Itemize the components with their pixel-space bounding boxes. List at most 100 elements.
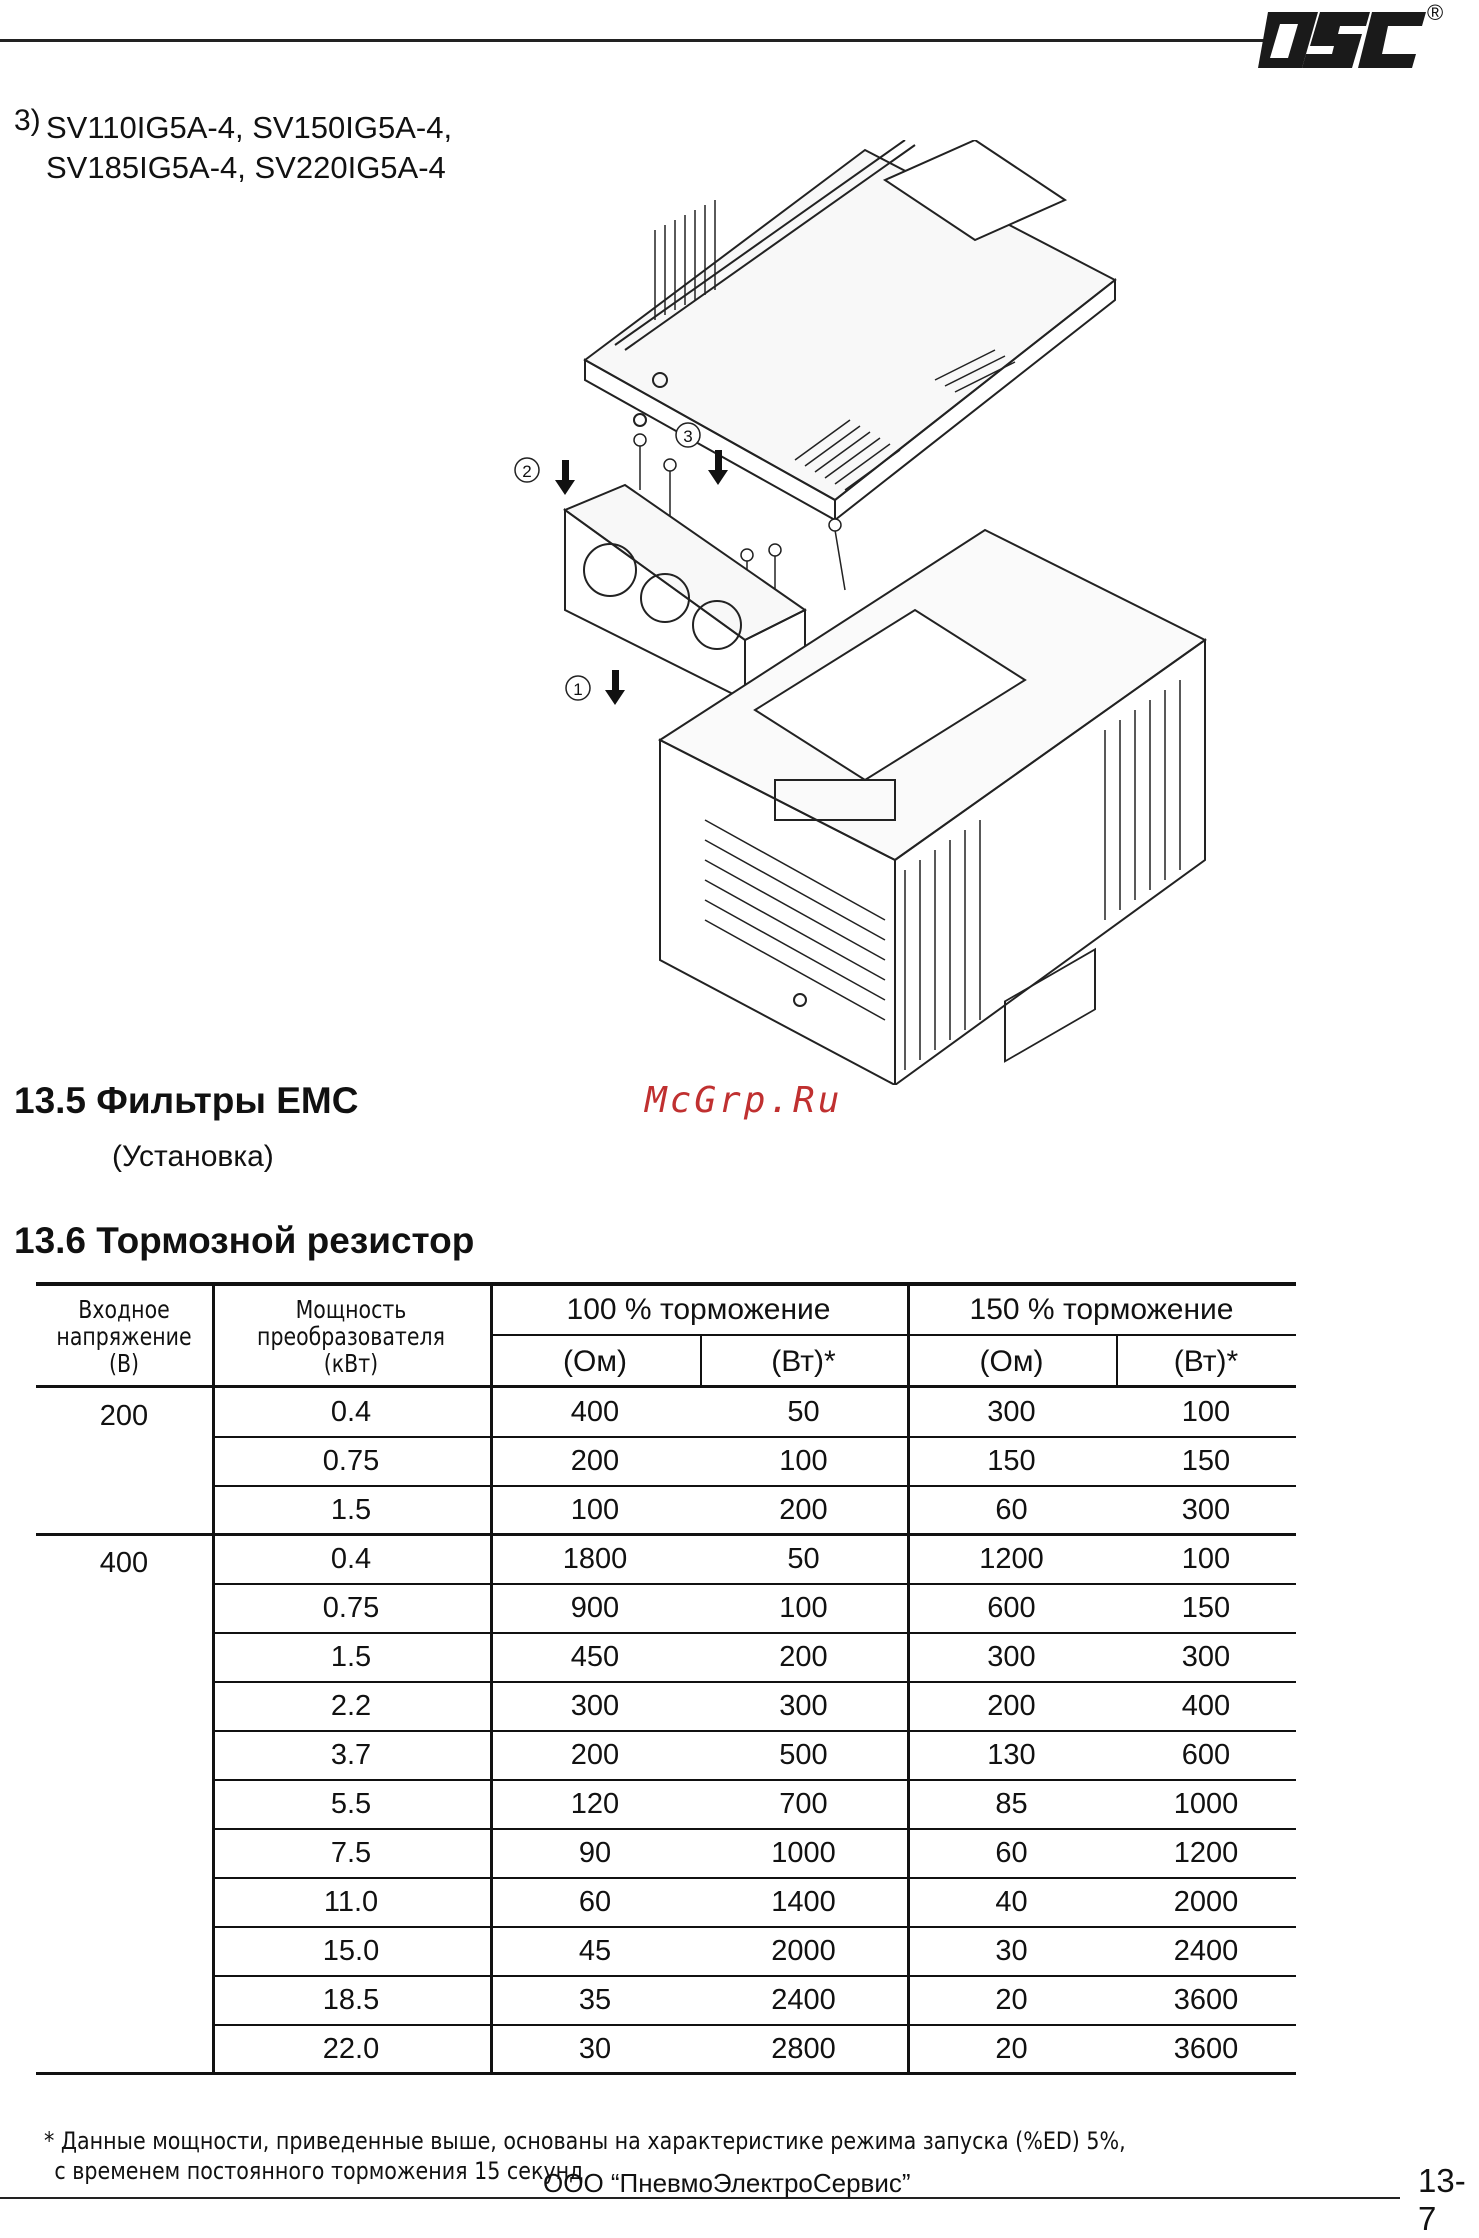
section-subtitle-emc: (Установка) bbox=[112, 1140, 274, 1173]
conduit-plate bbox=[562, 483, 807, 702]
table-cell: 450 bbox=[570, 1641, 620, 1673]
table-cell: 100 bbox=[570, 1494, 620, 1526]
table-cell: 130 bbox=[987, 1739, 1036, 1771]
table-row-rule bbox=[212, 1779, 1296, 1781]
table-cell: 600 bbox=[987, 1592, 1036, 1624]
table-cell: 100 bbox=[1181, 1396, 1231, 1428]
table-cell: 100 bbox=[779, 1592, 828, 1624]
table-cell: 300 bbox=[987, 1641, 1036, 1673]
footer-rule bbox=[0, 2197, 1400, 2199]
step-1-label: 1 bbox=[573, 680, 582, 699]
table-col-rule bbox=[907, 1282, 910, 2074]
table-cell: 30 bbox=[578, 2033, 612, 2065]
table-cell: 900 bbox=[570, 1592, 620, 1624]
footnote: * Данные мощности, приведенные выше, осн… bbox=[44, 2126, 1126, 2186]
table-cell: 5.5 bbox=[330, 1788, 372, 1820]
company-logo bbox=[1258, 12, 1426, 68]
header-unit-watt: (Вт)* bbox=[771, 1345, 836, 1378]
table-cell: 600 bbox=[1181, 1739, 1231, 1771]
table-cell: 20 bbox=[995, 1984, 1028, 2016]
table-cell: 30 bbox=[995, 1935, 1028, 1967]
header-input-voltage-line: (В) bbox=[108, 1349, 140, 1378]
table-cell: 400 bbox=[570, 1396, 620, 1428]
table-row-rule bbox=[212, 2024, 1296, 2026]
table-cell: 1000 bbox=[1173, 1788, 1239, 1820]
table-row-rule bbox=[212, 1975, 1296, 1977]
table-cell: 40 bbox=[995, 1886, 1028, 1918]
inverter-body bbox=[658, 528, 1207, 1085]
table-cell: 200 bbox=[570, 1445, 620, 1477]
table-cell: 3.7 bbox=[330, 1739, 372, 1771]
inverter-assembly-drawing: 2 3 1 bbox=[514, 140, 1207, 1085]
table-row-rule bbox=[212, 1926, 1296, 1928]
header-inverter-power-line: преобразователя bbox=[257, 1322, 445, 1351]
table-row-rule bbox=[212, 1877, 1296, 1879]
section-title-emc: 13.5 Фильтры EMC bbox=[14, 1080, 359, 1121]
table-cell: 1800 bbox=[562, 1543, 628, 1575]
table-cell: 0.75 bbox=[322, 1592, 380, 1624]
table-row-rule bbox=[212, 1828, 1296, 1830]
table-cell: 20 bbox=[995, 2033, 1028, 2065]
header-input-voltage-line: Входное bbox=[78, 1295, 170, 1324]
table-row-rule bbox=[212, 1632, 1296, 1634]
table-cell: 300 bbox=[987, 1396, 1036, 1428]
table-cell: 0.4 bbox=[330, 1396, 372, 1428]
table-cell: 3600 bbox=[1173, 1984, 1239, 2016]
voltage-cell: 400 bbox=[99, 1547, 149, 1579]
table-cell: 150 bbox=[1181, 1592, 1231, 1624]
table-cell: 700 bbox=[779, 1788, 828, 1820]
header-inverter-power-line: (кВт) bbox=[323, 1349, 379, 1378]
table-cell: 18.5 bbox=[322, 1984, 380, 2016]
header-unit-ohm: (Ом) bbox=[979, 1345, 1044, 1378]
table-cell: 120 bbox=[570, 1788, 620, 1820]
table-cell: 1200 bbox=[1173, 1837, 1239, 1869]
table-cell: 1.5 bbox=[330, 1641, 372, 1673]
table-col-rule bbox=[212, 1282, 215, 2074]
table-cell: 150 bbox=[1181, 1445, 1231, 1477]
table-cell: 1400 bbox=[771, 1886, 836, 1918]
header-unit-watt: (Вт)* bbox=[1173, 1345, 1239, 1378]
top-cover bbox=[583, 140, 1117, 523]
table-cell: 100 bbox=[779, 1445, 828, 1477]
table-cell: 45 bbox=[578, 1935, 612, 1967]
footer-company: ООО “ПневмоЭлектроСервис” bbox=[543, 2168, 911, 2198]
table-cell: 60 bbox=[578, 1886, 612, 1918]
watermark: McGrp.Ru bbox=[645, 1080, 843, 1121]
table-cell: 2000 bbox=[1173, 1886, 1239, 1918]
table-row-rule bbox=[212, 1485, 1296, 1487]
header-inverter-power-line: Мощность bbox=[295, 1295, 407, 1324]
table-cell: 50 bbox=[787, 1543, 820, 1575]
step-3-label: 3 bbox=[683, 427, 692, 446]
table-cell: 50 bbox=[787, 1396, 820, 1428]
header-rule bbox=[0, 39, 1268, 42]
model-list-line-2: SV185IG5A-4, SV220IG5A-4 bbox=[46, 150, 446, 185]
registered-mark: ® bbox=[1427, 0, 1444, 25]
section-title-brake: 13.6 Тормозной резистор bbox=[14, 1220, 475, 1261]
table-cell: 100 bbox=[1181, 1543, 1231, 1575]
table-cell: 2000 bbox=[771, 1935, 836, 1967]
table-cell: 400 bbox=[1181, 1690, 1231, 1722]
table-cell: 15.0 bbox=[322, 1935, 380, 1967]
list-number: 3) bbox=[14, 104, 41, 137]
table-cell: 0.75 bbox=[322, 1445, 380, 1477]
table-bottom-rule bbox=[36, 2072, 1296, 2075]
table-cell: 1200 bbox=[979, 1543, 1044, 1575]
table-cell: 2.2 bbox=[330, 1690, 372, 1722]
table-cell: 200 bbox=[779, 1494, 828, 1526]
table-col-rule bbox=[490, 1282, 493, 2074]
table-cell: 300 bbox=[1181, 1641, 1231, 1673]
table-cell: 7.5 bbox=[330, 1837, 372, 1869]
table-col-rule bbox=[700, 1334, 702, 1388]
header-unit-ohm: (Ом) bbox=[563, 1345, 627, 1378]
table-cell: 35 bbox=[578, 1984, 612, 2016]
header-braking-150: 150 % торможение bbox=[969, 1293, 1234, 1326]
table-top-rule bbox=[36, 1282, 1296, 1286]
table-header-mid-rule bbox=[490, 1334, 1296, 1336]
model-list-line-1: SV110IG5A-4, SV150IG5A-4, bbox=[46, 110, 453, 145]
footnote-line-2: с временем постоянного торможения 15 сек… bbox=[54, 2157, 584, 2185]
header-input-voltage-line: напряжение bbox=[56, 1322, 192, 1351]
table-cell: 3600 bbox=[1173, 2033, 1239, 2065]
table-row-rule bbox=[212, 1681, 1296, 1683]
table-cell: 0.4 bbox=[330, 1543, 372, 1575]
table-row-rule bbox=[212, 1583, 1296, 1585]
